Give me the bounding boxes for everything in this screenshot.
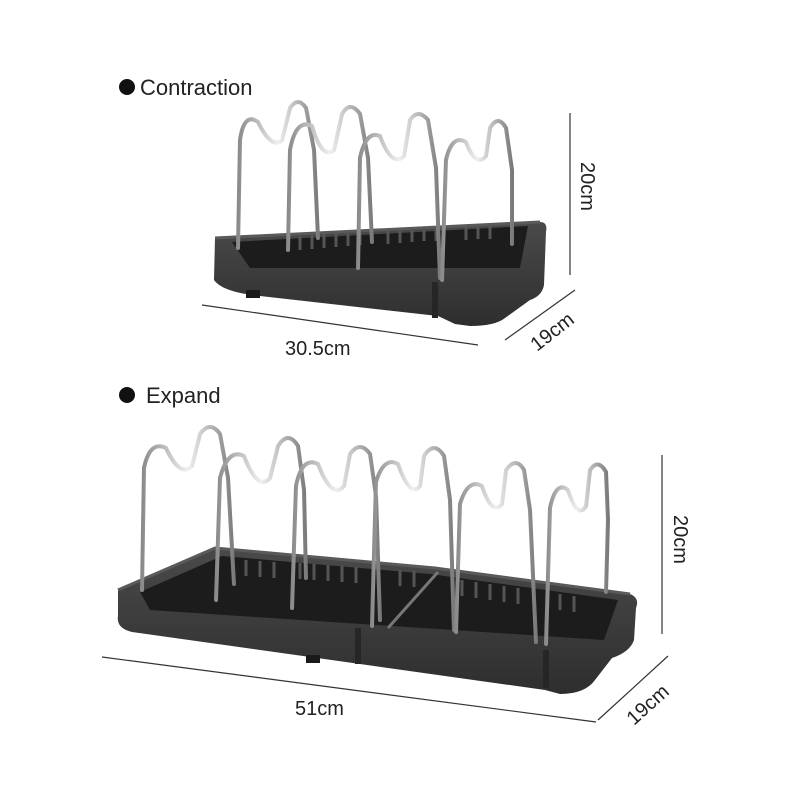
tray-seam: [432, 282, 438, 318]
wire-dividers: [140, 425, 611, 646]
tray-seam: [355, 628, 361, 664]
wire-divider-3: [356, 112, 442, 280]
wire-divider-2: [286, 105, 374, 252]
length-label: 30.5cm: [285, 338, 351, 360]
bullet-icon: [119, 79, 135, 95]
wire-dividers: [236, 100, 514, 282]
tray-slots: [298, 225, 492, 250]
wire-divider-1: [236, 100, 320, 250]
tray-divider-seam: [386, 571, 440, 629]
tray-rim: [214, 220, 541, 240]
depth-dimension-line: [597, 655, 669, 721]
depth-label: 19cm: [623, 681, 674, 730]
rack-expanded: [117, 425, 638, 694]
depth-label: 19cm: [527, 308, 579, 355]
tray-slots: [244, 560, 576, 612]
dimension-lines-expand: [101, 455, 669, 723]
wire-divider-1: [140, 425, 236, 592]
length-label: 51cm: [295, 698, 344, 720]
wire-divider-4: [440, 119, 514, 282]
tray-inner: [232, 226, 528, 268]
wire-divider-4: [370, 446, 456, 632]
dimension-lines-contraction: [201, 113, 576, 346]
tray-seam: [543, 650, 549, 688]
length-dimension-line: [101, 656, 597, 723]
wire-divider-2: [214, 436, 308, 602]
section-expand: Expand 51cm: [101, 383, 691, 730]
depth-dimension-line: [504, 289, 576, 341]
section-contraction: Contraction 30.5cm 20cm 19cm: [119, 75, 598, 360]
section-title: Expand: [146, 383, 221, 408]
height-label: 20cm: [669, 515, 691, 564]
rack-contracted: [214, 100, 547, 326]
wire-divider-3: [290, 445, 382, 622]
wire-divider-6: [544, 462, 611, 646]
bullet-icon: [119, 387, 135, 403]
height-label: 20cm: [576, 162, 598, 211]
wire-divider-5: [454, 461, 538, 644]
section-title: Contraction: [140, 75, 253, 100]
length-dimension-line: [201, 304, 479, 346]
tray-foot: [306, 655, 320, 663]
tray-foot: [246, 290, 260, 298]
